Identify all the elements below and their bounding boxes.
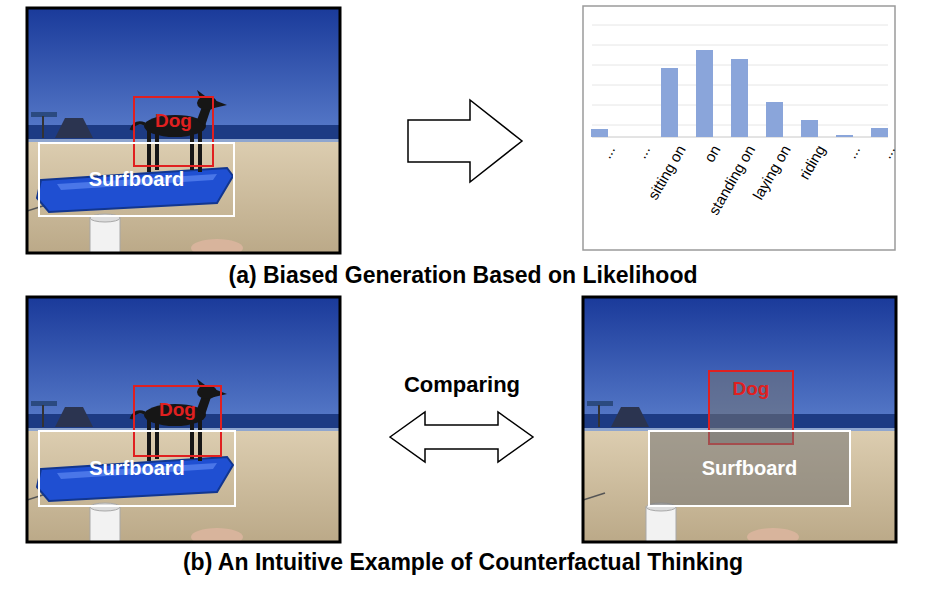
subfigure-caption: (b) An Intuitive Example of Counterfactu…: [0, 549, 926, 575]
object-label: Surfboard: [702, 457, 798, 480]
object-label: Surfboard: [89, 457, 185, 480]
bounding-box: Surfboard: [38, 142, 235, 217]
beach-photo: [27, 8, 340, 258]
double-arrow: [390, 412, 533, 462]
object-label: Dog: [159, 399, 196, 421]
bounding-box: Dog: [133, 385, 222, 457]
bounding-box: Dog: [133, 96, 214, 167]
beach-photo: [27, 297, 340, 547]
object-label: Dog: [155, 110, 192, 132]
bounding-box: Surfboard: [38, 430, 236, 507]
arrow-label: Comparing: [0, 372, 924, 397]
subfigure-caption: (a) Biased Generation Based on Likelihoo…: [0, 262, 926, 288]
object-label: Surfboard: [89, 168, 185, 191]
object-label: Dog: [733, 378, 770, 400]
bar-chart: [583, 6, 895, 250]
counterfactual-photo: [583, 297, 896, 547]
bounding-box: Surfboard: [648, 430, 851, 507]
hollow-arrow: [408, 100, 522, 182]
